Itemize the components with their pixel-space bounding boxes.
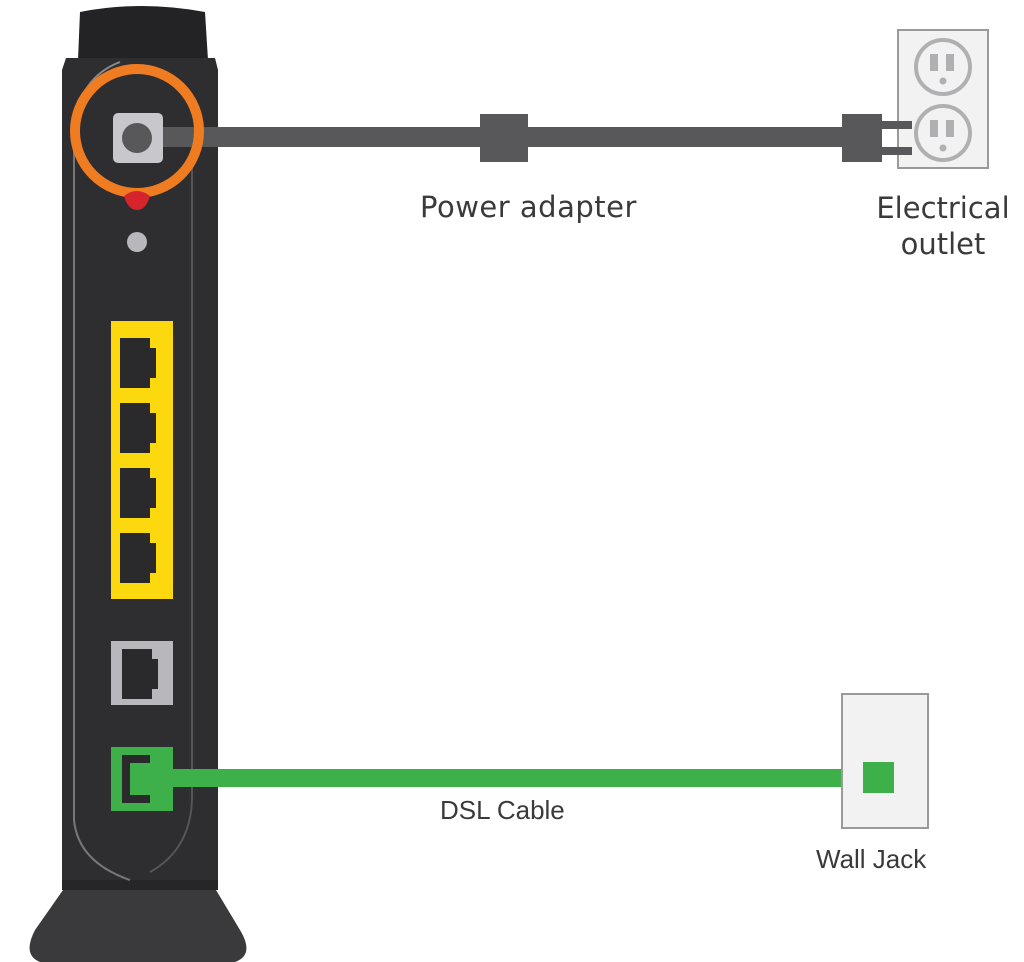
ethernet-port-4 [120, 533, 156, 583]
power-adapter-label: Power adapter [420, 190, 637, 224]
power-adapter-brick [480, 114, 528, 162]
reset-button [124, 191, 150, 210]
electrical-outlet [897, 29, 989, 169]
power-plug [842, 114, 882, 162]
outlet-receptacle-bottom [914, 104, 972, 162]
wall-jack [841, 693, 929, 829]
modem-top-cap [78, 6, 208, 60]
power-cable [140, 114, 912, 162]
dsl-cable [170, 769, 870, 787]
ethernet-port-3 [120, 468, 156, 518]
wan-port [111, 641, 173, 705]
ethernet-port-1 [120, 338, 156, 388]
outlet-receptacle-top [914, 38, 972, 96]
indicator-light [127, 232, 147, 252]
ethernet-ports [111, 321, 173, 599]
wall-jack-label: Wall Jack [816, 844, 927, 874]
ethernet-port-2 [120, 403, 156, 453]
dsl-port [111, 747, 173, 811]
electrical-outlet-label: Electrical outlet [876, 191, 1010, 261]
wall-jack-connector [863, 762, 894, 793]
modem-stand [29, 870, 247, 962]
dsl-cable-label: DSL Cable [440, 795, 565, 825]
power-port [113, 113, 163, 163]
